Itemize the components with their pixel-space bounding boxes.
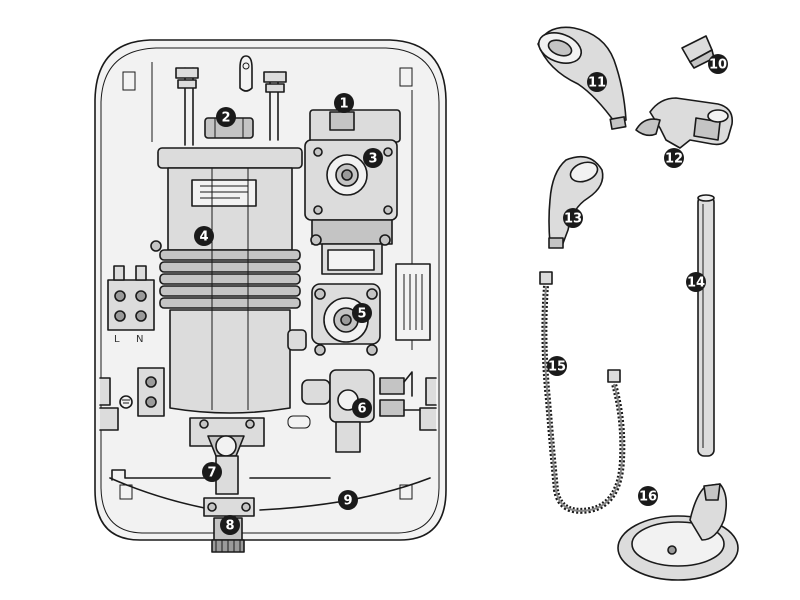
callout-14-label: 14 bbox=[687, 276, 705, 291]
callout-12-label: 12 bbox=[665, 152, 683, 167]
callout-5: 5 bbox=[352, 303, 372, 323]
callout-1-label: 1 bbox=[339, 97, 348, 112]
sliding-bracket bbox=[635, 97, 734, 149]
vent-grille bbox=[395, 263, 431, 341]
terminal-live-label: L bbox=[114, 334, 120, 345]
callout-13: 13 bbox=[563, 208, 583, 228]
callout-14: 14 bbox=[686, 272, 706, 292]
shower-handset bbox=[537, 26, 627, 130]
callout-11: 11 bbox=[587, 72, 607, 92]
callout-4: 4 bbox=[194, 226, 214, 246]
shower-hose bbox=[539, 271, 626, 514]
outlet-assembly bbox=[189, 417, 265, 495]
callout-2-label: 2 bbox=[221, 111, 230, 126]
callout-12: 12 bbox=[664, 148, 684, 168]
callout-6-label: 6 bbox=[357, 402, 366, 417]
callout-7-label: 7 bbox=[207, 466, 216, 481]
callout-10: 10 bbox=[708, 54, 728, 74]
callout-1: 1 bbox=[334, 93, 354, 113]
heater-tank bbox=[150, 147, 307, 414]
callout-2: 2 bbox=[216, 107, 236, 127]
callout-5-label: 5 bbox=[357, 307, 366, 322]
callout-6: 6 bbox=[352, 398, 372, 418]
callout-11-label: 11 bbox=[588, 76, 606, 91]
callout-16-label: 16 bbox=[639, 490, 657, 505]
solenoid-valve bbox=[301, 369, 421, 453]
terminal-neutral-label: N bbox=[136, 334, 143, 345]
inlet-connector bbox=[203, 497, 255, 553]
callout-15-label: 15 bbox=[548, 360, 566, 375]
riser-rail bbox=[697, 194, 715, 457]
callout-4-label: 4 bbox=[199, 230, 208, 245]
terminal-block: L N bbox=[107, 265, 155, 345]
earth-terminal bbox=[119, 367, 165, 417]
callout-15: 15 bbox=[547, 356, 567, 376]
callout-9: 9 bbox=[338, 490, 358, 510]
callout-8-label: 8 bbox=[225, 519, 234, 534]
wiring-harness bbox=[175, 67, 287, 146]
callout-10-label: 10 bbox=[709, 58, 727, 73]
callout-7: 7 bbox=[202, 462, 222, 482]
hose-retaining-base bbox=[617, 483, 739, 581]
callout-3: 3 bbox=[363, 148, 383, 168]
callout-16: 16 bbox=[638, 486, 658, 506]
callout-8: 8 bbox=[220, 515, 240, 535]
callout-3-label: 3 bbox=[368, 152, 377, 167]
handset bbox=[548, 155, 604, 249]
callout-9-label: 9 bbox=[343, 494, 352, 509]
flow-valve bbox=[311, 283, 381, 356]
callout-13-label: 13 bbox=[564, 212, 582, 227]
